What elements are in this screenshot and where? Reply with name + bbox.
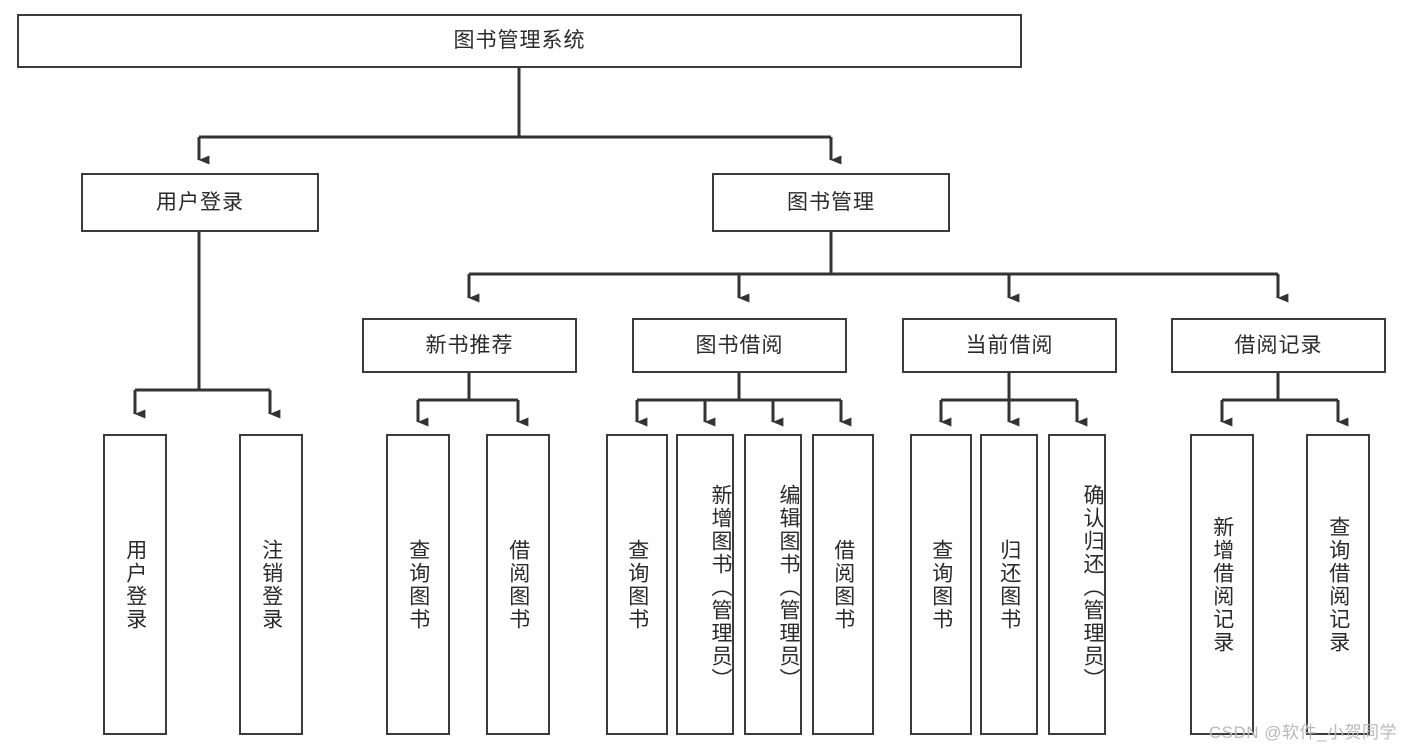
leaf-current-borrow-query-book[interactable]: 查询图书 (910, 434, 972, 735)
node-label: 图书管理系统 (453, 29, 586, 53)
node-label: 图书管理 (787, 190, 875, 214)
node-label: 查询图书 (406, 538, 430, 631)
node-label: 归还图书 (997, 538, 1021, 631)
node-label: 借阅图书 (831, 538, 855, 631)
leaf-book-borrow-edit-book-admin[interactable]: 编辑图书（管理员） (744, 434, 802, 735)
node-label: 查询借阅记录 (1326, 515, 1350, 654)
node-label: 用户登录 (156, 190, 244, 214)
node-book-management[interactable]: 图书管理 (712, 173, 950, 232)
csdn-watermark: CSDN @软件_小贺同学 (1208, 723, 1397, 742)
node-label: 新增图书（管理员） (709, 484, 732, 691)
node-label: 当前借阅 (965, 333, 1054, 357)
leaf-user-login-logout[interactable]: 注销登录 (239, 434, 303, 735)
leaf-current-borrow-return-book[interactable]: 归还图书 (980, 434, 1038, 735)
node-label: 借阅记录 (1234, 333, 1323, 357)
node-label: 编辑图书（管理员） (777, 484, 800, 691)
node-borrow-record[interactable]: 借阅记录 (1171, 318, 1386, 373)
node-book-borrow[interactable]: 图书借阅 (632, 318, 847, 373)
leaf-book-borrow-query-book[interactable]: 查询图书 (606, 434, 668, 735)
node-user-login[interactable]: 用户登录 (81, 173, 319, 232)
node-label: 用户登录 (123, 538, 147, 631)
node-label: 注销登录 (259, 538, 283, 631)
leaf-new-book-borrow-book[interactable]: 借阅图书 (486, 434, 550, 735)
node-label: 图书借阅 (695, 333, 784, 357)
node-label: 新书推荐 (425, 333, 514, 357)
node-label: 查询图书 (929, 538, 953, 631)
leaf-book-borrow-add-book-admin[interactable]: 新增图书（管理员） (676, 434, 734, 735)
node-label: 借阅图书 (506, 538, 530, 631)
leaf-current-borrow-confirm-return-admin[interactable]: 确认归还（管理员） (1048, 434, 1106, 735)
node-new-book-recommend[interactable]: 新书推荐 (362, 318, 577, 373)
node-current-borrow[interactable]: 当前借阅 (902, 318, 1117, 373)
leaf-book-borrow-borrow-book[interactable]: 借阅图书 (812, 434, 874, 735)
node-label: 新增借阅记录 (1210, 515, 1234, 654)
leaf-new-book-query-book[interactable]: 查询图书 (386, 434, 450, 735)
node-label: 确认归还（管理员） (1081, 484, 1104, 691)
node-root-book-management-system[interactable]: 图书管理系统 (17, 14, 1022, 68)
tree-edges (133, 68, 1349, 427)
node-label: 查询图书 (625, 538, 649, 631)
leaf-user-login-login[interactable]: 用户登录 (103, 434, 167, 735)
leaf-borrow-record-add-record[interactable]: 新增借阅记录 (1190, 434, 1254, 735)
leaf-borrow-record-query-record[interactable]: 查询借阅记录 (1306, 434, 1370, 735)
